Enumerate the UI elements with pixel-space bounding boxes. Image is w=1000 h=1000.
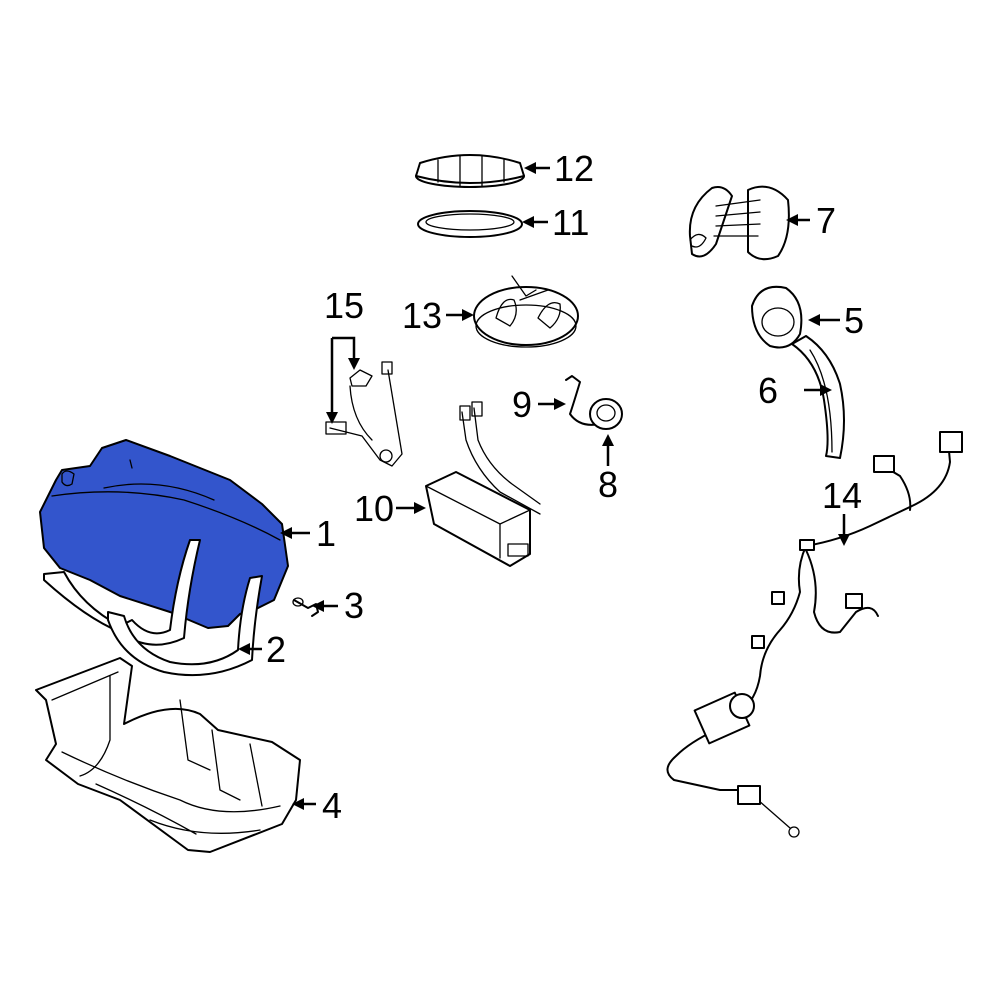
pump-module-cover-part-13[interactable] [473, 275, 579, 348]
filler-hose-part-6[interactable] [791, 335, 845, 459]
fuel-tank-part-1[interactable] [39, 439, 289, 629]
callout-13: 13 [402, 295, 442, 336]
callout-9: 9 [512, 384, 532, 425]
sender-wiring-part-15[interactable] [325, 361, 403, 467]
filler-neck-part-5[interactable] [751, 285, 803, 349]
filler-housing-part-7[interactable] [688, 185, 790, 261]
callout-14: 14 [822, 475, 862, 516]
lock-ring-part-12[interactable] [415, 154, 525, 188]
callout-3: 3 [344, 585, 364, 626]
callout-8: 8 [598, 464, 618, 505]
callout-6: 6 [758, 370, 778, 411]
callout-12: 12 [554, 148, 594, 189]
callout-1: 1 [316, 513, 336, 554]
tank-straps-part-2[interactable] [43, 539, 263, 677]
seal-part-11[interactable] [417, 210, 523, 238]
canister-part-10[interactable] [425, 401, 541, 567]
wiring-harness-part-14[interactable] [666, 431, 963, 838]
callout-arrows [238, 162, 850, 810]
skid-plate-part-4[interactable] [35, 657, 301, 853]
callout-labels: 1 2 3 4 5 6 7 8 9 10 11 12 13 14 15 [266, 148, 864, 826]
callout-4: 4 [322, 785, 342, 826]
callout-5: 5 [844, 300, 864, 341]
ring-part-8[interactable] [589, 398, 623, 430]
callout-10: 10 [354, 488, 394, 529]
callout-7: 7 [816, 200, 836, 241]
callout-11: 11 [552, 202, 589, 243]
hose-part-9[interactable] [565, 375, 601, 426]
callout-2: 2 [266, 629, 286, 670]
callout-15: 15 [324, 285, 364, 326]
